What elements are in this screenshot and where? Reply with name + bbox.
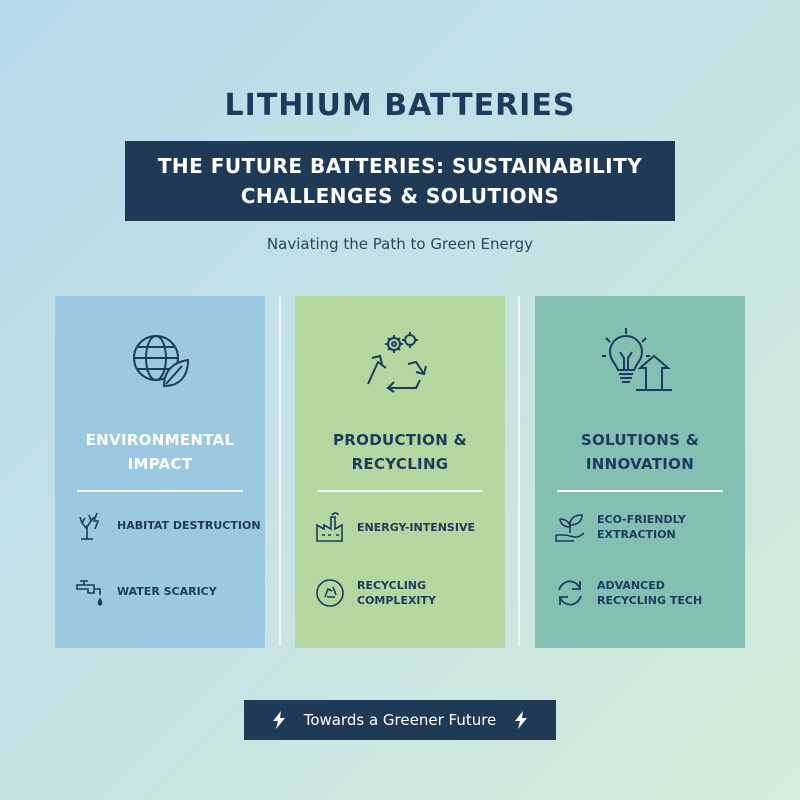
list-item: ECO-FRIENDLY EXTRACTION xyxy=(553,510,686,544)
habitat-tree-icon xyxy=(73,508,107,542)
banner-line-2: CHALLENGES & SOLUTIONS xyxy=(240,184,560,208)
divider xyxy=(317,490,483,492)
separator-2 xyxy=(518,296,520,646)
divider xyxy=(77,490,243,492)
globe-leaf-icon xyxy=(55,328,265,392)
card-production-recycling: PRODUCTION & RECYCLING ENERGY-INTENSIVE … xyxy=(295,296,505,648)
banner-line-1: THE FUTURE BATTERIES: SUSTAINABILITY xyxy=(157,154,643,178)
card-title-line-2: INNOVATION xyxy=(585,455,695,473)
lightbulb-arrow-icon xyxy=(535,328,745,394)
item-label-line-1: ECO-FRIENDLY xyxy=(597,513,686,526)
card-title-line-1: SOLUTIONS & xyxy=(580,431,700,449)
subtitle: Naviating the Path to Green Energy xyxy=(266,235,534,253)
footer-banner: Towards a Greener Future xyxy=(244,700,556,740)
card-title-line-2: RECYCLING xyxy=(351,455,449,473)
list-item: ENERGY-INTENSIVE xyxy=(313,510,475,544)
divider xyxy=(557,490,723,492)
lightning-bolt-icon xyxy=(514,711,528,729)
recycle-circle-icon xyxy=(313,576,347,610)
separator-1 xyxy=(279,296,281,646)
item-label: HABITAT DESTRUCTION xyxy=(117,518,261,532)
item-label-line-2: EXTRACTION xyxy=(597,528,676,541)
lightning-bolt-icon xyxy=(272,711,286,729)
sprout-hand-icon xyxy=(553,510,587,544)
card-title-line-1: PRODUCTION & xyxy=(333,431,467,449)
card-title: PRODUCTION & RECYCLING xyxy=(295,428,505,476)
refresh-arrows-icon xyxy=(553,576,587,610)
card-environmental-impact: ENVIRONMENTAL IMPACT HABITAT DESTRUCTION… xyxy=(55,296,265,648)
list-item: HABITAT DESTRUCTION xyxy=(73,508,261,542)
water-faucet-icon xyxy=(73,574,107,608)
page-title: LITHIUM BATTERIES xyxy=(224,88,576,123)
item-label: RECYCLING COMPLEXITY xyxy=(357,579,436,607)
factory-icon xyxy=(313,510,347,544)
card-title-line-2: IMPACT xyxy=(127,455,193,473)
list-item: RECYCLING COMPLEXITY xyxy=(313,576,505,610)
card-title-line-1: ENVIRONMENTAL xyxy=(85,431,235,449)
card-title: ENVIRONMENTAL IMPACT xyxy=(55,428,265,476)
item-label-line-1: ADVANCED xyxy=(597,579,665,592)
list-item: ADVANCED RECYCLING TECH xyxy=(553,576,702,610)
card-solutions-innovation: SOLUTIONS & INNOVATION ECO-FRIENDLY EXTR… xyxy=(535,296,745,648)
gears-recycle-icon xyxy=(295,328,505,394)
item-label: ENERGY-INTENSIVE xyxy=(357,520,475,534)
header-banner: THE FUTURE BATTERIES: SUSTAINABILITY CHA… xyxy=(125,141,675,221)
card-title: SOLUTIONS & INNOVATION xyxy=(535,428,745,476)
item-label: WATER SCARICY xyxy=(117,584,217,598)
list-item: WATER SCARICY xyxy=(73,574,217,608)
footer-label: Towards a Greener Future xyxy=(303,711,497,729)
item-label-line-2: RECYCLING TECH xyxy=(597,594,703,607)
